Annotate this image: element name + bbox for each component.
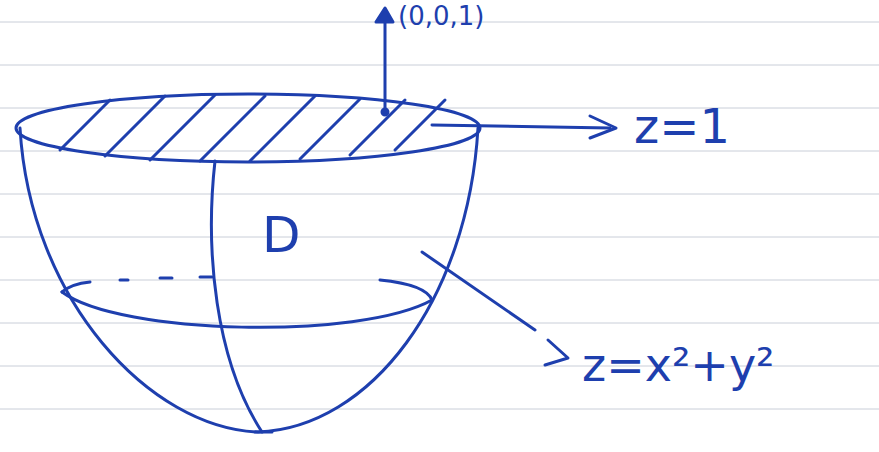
- region-label: D: [262, 208, 301, 263]
- plane-equation-label: z=1: [634, 100, 730, 153]
- normal-vector-label: (0,0,1): [398, 2, 484, 31]
- surface-equation-label: z=x²+y²: [582, 340, 775, 391]
